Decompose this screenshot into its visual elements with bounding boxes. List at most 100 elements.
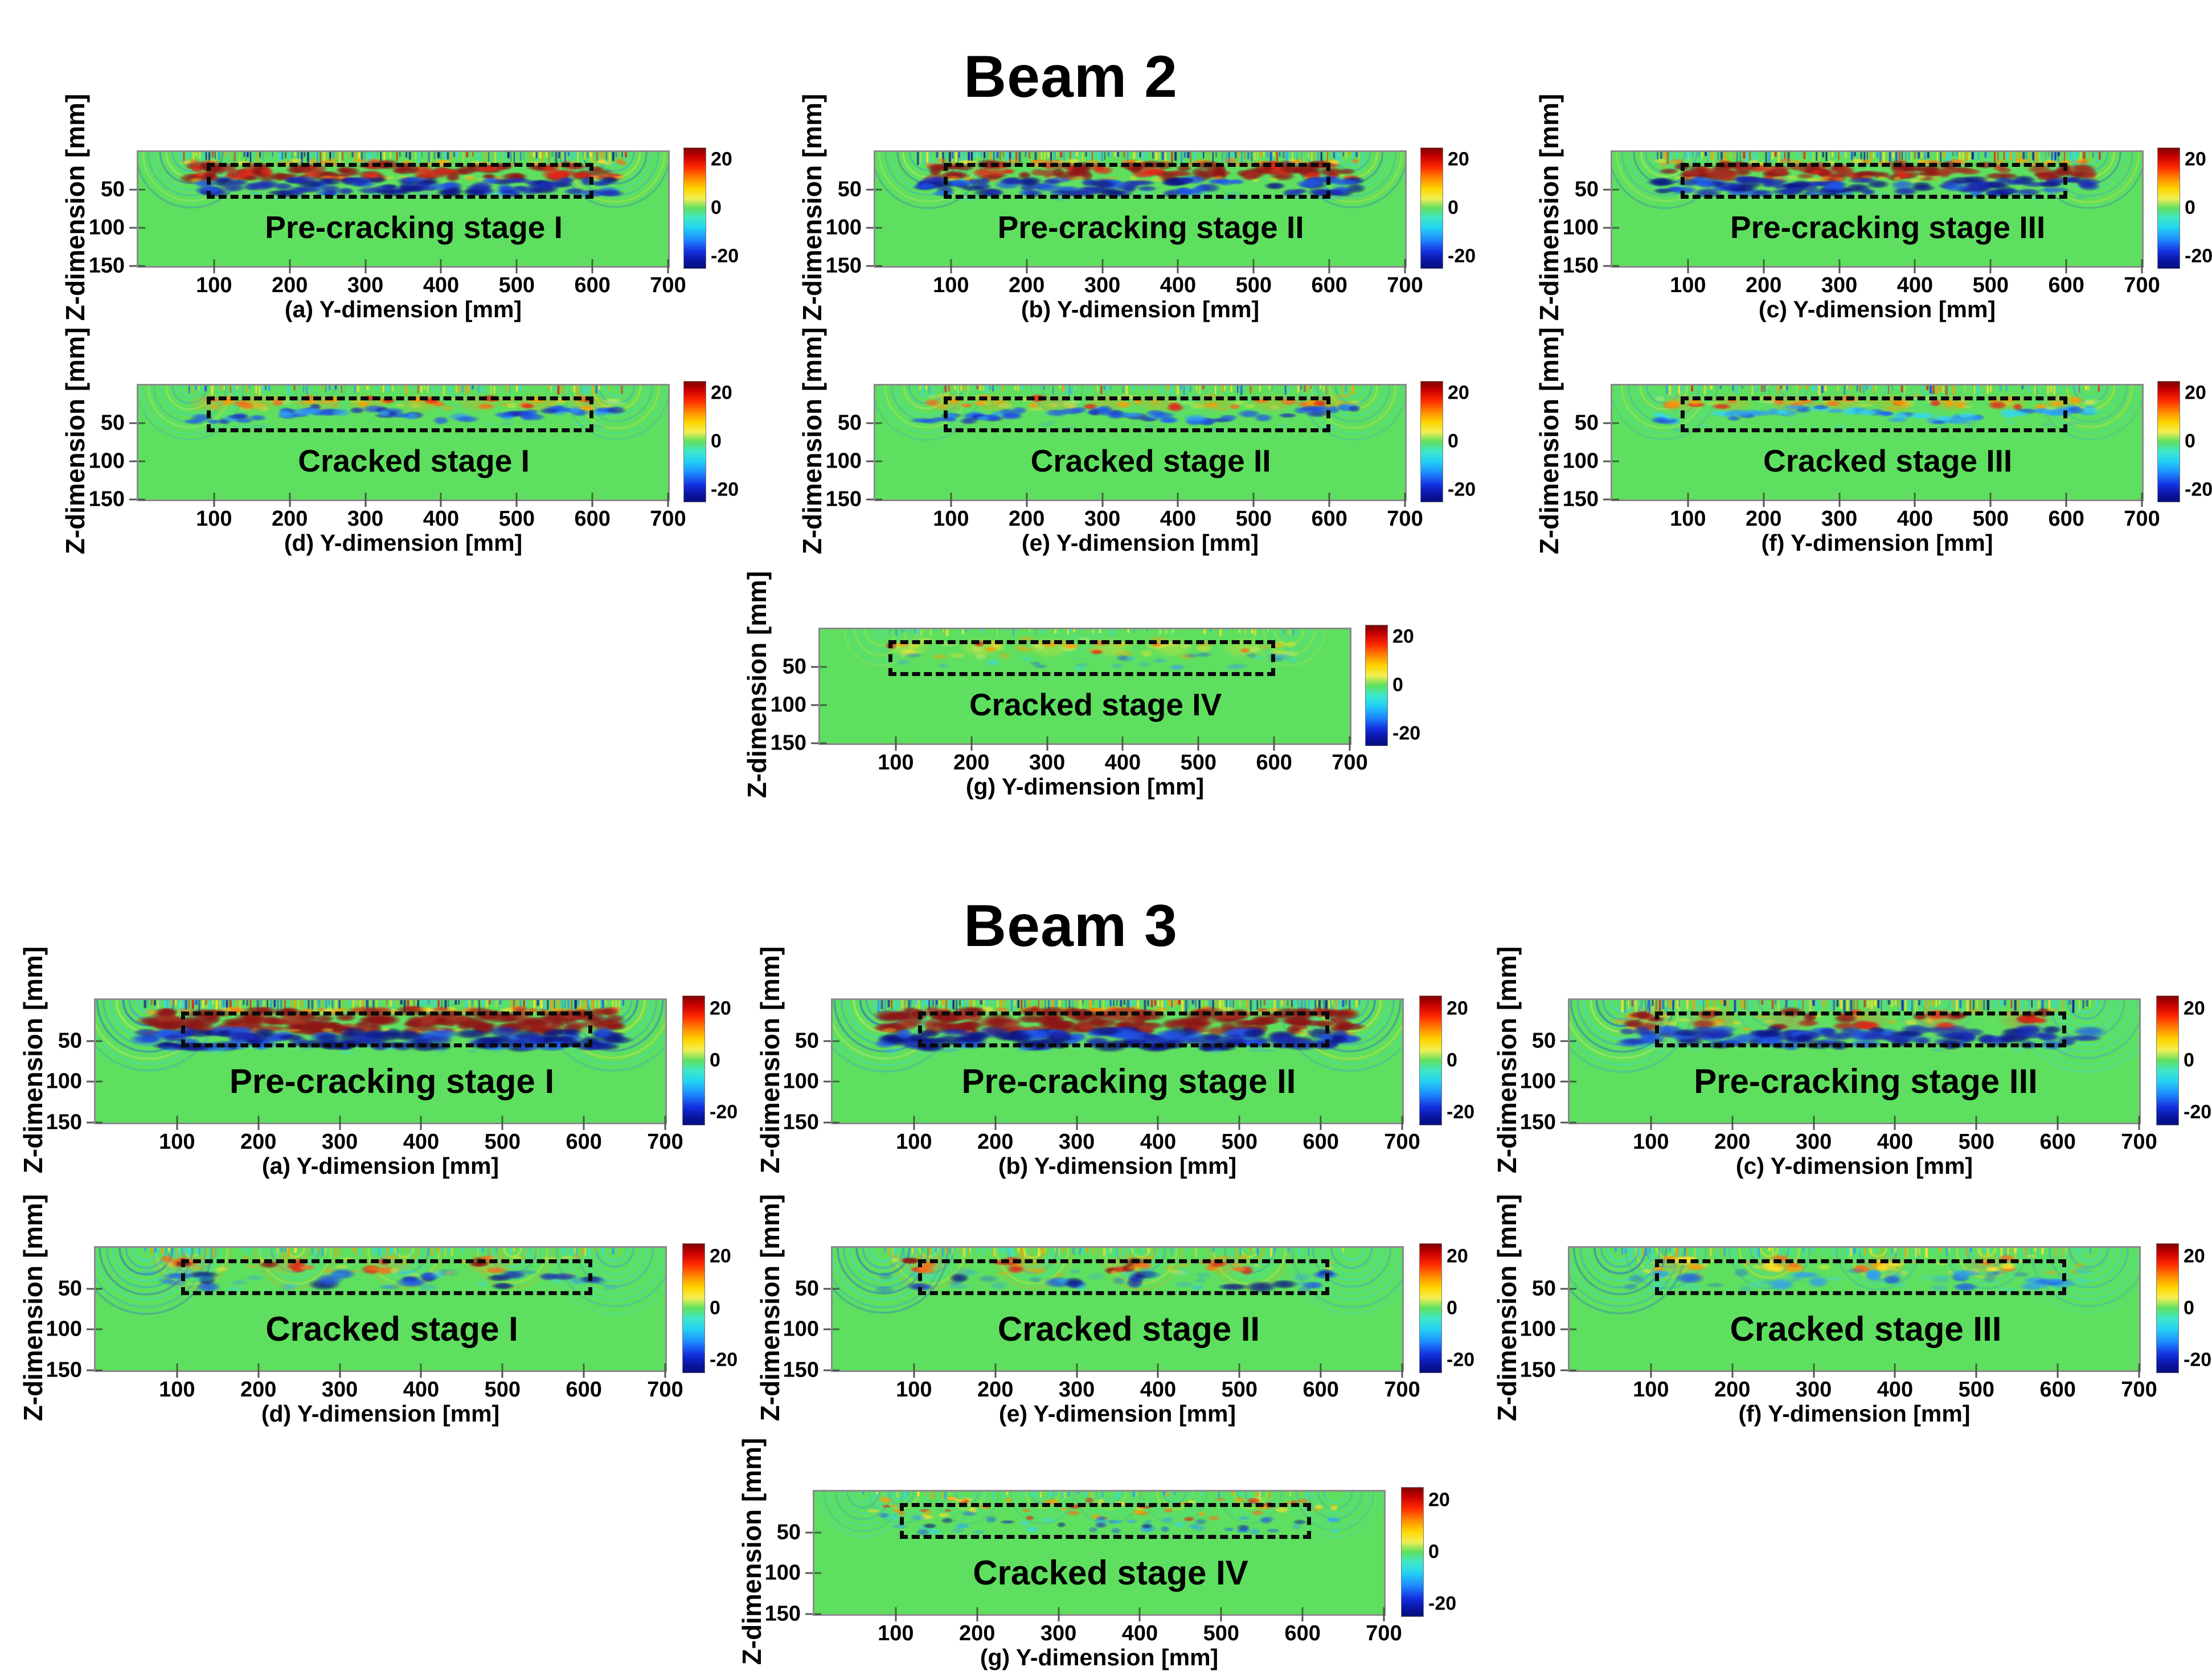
x-tick-mark-inner <box>1687 492 1689 499</box>
z-tick-label: 50 <box>58 1276 82 1301</box>
x-tick-mark <box>1894 1123 1896 1131</box>
x-axis-label: (a) Y-dimension [mm] <box>261 1153 499 1180</box>
z-tick-mark <box>1603 189 1611 191</box>
x-tick-label: 600 <box>1311 273 1347 297</box>
x-tick-label: 300 <box>1821 506 1858 531</box>
z-tick-label: 100 <box>825 449 862 473</box>
x-tick-label: 600 <box>2039 1130 2076 1154</box>
z-tick-mark-inner <box>1570 1288 1576 1290</box>
x-tick-label: 500 <box>1958 1130 1994 1154</box>
x-tick-label: 500 <box>484 1378 521 1402</box>
colorbar-tick-label: 0 <box>711 430 722 452</box>
x-tick-mark <box>1238 1370 1240 1378</box>
colorbar-tick-label: 20 <box>1448 148 1469 170</box>
x-tick-label: 400 <box>1140 1378 1177 1402</box>
x-tick-label: 400 <box>1121 1621 1158 1646</box>
x-tick-label: 100 <box>896 1130 932 1154</box>
x-tick-label: 400 <box>1160 273 1197 297</box>
stage-label: Cracked stage III <box>1763 443 2013 478</box>
colorbar-tick-label: -20 <box>1448 245 1476 267</box>
x-tick-mark-inner <box>1220 1607 1222 1615</box>
x-tick-mark <box>339 1123 341 1131</box>
x-tick-label: 600 <box>2039 1378 2076 1402</box>
roi-dashed-rectangle <box>1655 1011 2066 1047</box>
x-tick-label: 400 <box>1160 506 1197 531</box>
x-tick-mark-inner <box>1404 492 1406 499</box>
x-tick-mark <box>1401 1123 1403 1131</box>
z-tick-label: 150 <box>1519 1358 1556 1382</box>
x-tick-mark-inner <box>1650 1363 1652 1371</box>
z-tick-label: 100 <box>783 1317 819 1341</box>
x-tick-label: 100 <box>1670 506 1706 531</box>
x-tick-mark <box>501 1370 503 1378</box>
stage-label: Cracked stage II <box>1030 443 1271 478</box>
z-tick-mark-inner <box>138 189 145 191</box>
colorbar-gradient <box>1419 996 1442 1126</box>
z-tick-label: 100 <box>46 1317 82 1341</box>
x-tick-label: 200 <box>1009 506 1045 531</box>
x-tick-mark-inner <box>1894 1363 1896 1371</box>
x-tick-label: 400 <box>403 1130 440 1154</box>
x-tick-mark-inner <box>1076 1363 1078 1371</box>
x-tick-mark-inner <box>339 1363 341 1371</box>
z-tick-mark <box>87 1369 94 1371</box>
colorbar-gradient <box>2157 147 2180 269</box>
x-tick-label: 100 <box>1633 1130 1669 1154</box>
colorbar-gradient <box>1365 624 1388 746</box>
x-tick-mark <box>2141 499 2143 507</box>
x-tick-mark-inner <box>289 492 291 499</box>
colorbar-tick-label: -20 <box>1447 1349 1475 1371</box>
z-tick-mark <box>87 1080 94 1083</box>
colorbar-tick-label: 0 <box>2184 1297 2194 1319</box>
z-tick-mark-inner <box>814 1572 821 1574</box>
colorbar-tick-label: 20 <box>1447 997 1468 1019</box>
z-axis-label: Z-dimension [mm] <box>60 93 90 321</box>
x-tick-mark <box>1328 499 1330 507</box>
x-tick-mark-inner <box>2141 492 2143 499</box>
roi-dashed-rectangle <box>1680 162 2067 199</box>
x-tick-mark <box>583 1123 585 1131</box>
x-tick-mark <box>1238 1123 1240 1131</box>
x-tick-label: 700 <box>2121 1378 2157 1402</box>
colorbar-gradient <box>1420 380 1443 502</box>
x-tick-label: 700 <box>2124 273 2160 297</box>
x-tick-label: 100 <box>1633 1378 1669 1402</box>
x-tick-mark <box>1404 265 1406 273</box>
colorbar-tick-label: 20 <box>711 382 732 404</box>
x-tick-mark <box>1177 265 1179 273</box>
x-tick-mark <box>2141 265 2143 273</box>
x-tick-mark-inner <box>515 492 518 499</box>
x-tick-mark <box>2138 1123 2140 1131</box>
z-tick-label: 50 <box>794 1029 819 1053</box>
x-tick-label: 500 <box>1180 750 1216 775</box>
x-tick-mark-inner <box>1328 492 1330 499</box>
z-tick-mark-inner <box>875 422 882 424</box>
x-tick-mark-inner <box>895 1607 897 1615</box>
z-tick-label: 100 <box>1519 1069 1556 1094</box>
x-tick-label: 300 <box>321 1378 358 1402</box>
x-tick-mark <box>591 499 593 507</box>
x-tick-label: 200 <box>1746 273 1782 297</box>
z-tick-label: 100 <box>88 449 125 473</box>
colorbar-tick-label: -20 <box>710 1349 738 1371</box>
z-tick-label: 100 <box>764 1561 801 1585</box>
x-tick-label: 700 <box>2124 506 2160 531</box>
colorbar-tick-label: -20 <box>711 478 739 501</box>
x-tick-mark <box>176 1123 178 1131</box>
z-tick-label: 100 <box>1562 449 1599 473</box>
wavefield-heatmap <box>138 151 668 266</box>
colorbar-gradient <box>1401 1487 1424 1617</box>
x-tick-label: 400 <box>1896 506 1934 531</box>
wavefield-heatmap <box>875 385 1405 499</box>
z-tick-mark-inner <box>138 265 145 267</box>
x-tick-mark <box>501 1123 503 1131</box>
